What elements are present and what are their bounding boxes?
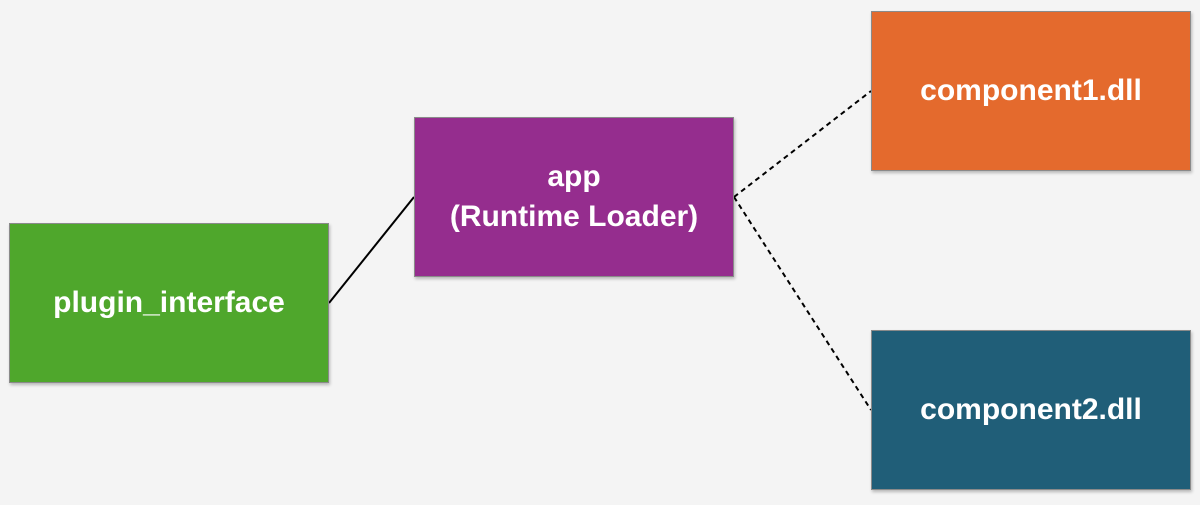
node-app-sublabel: (Runtime Loader) bbox=[449, 200, 699, 233]
edge-app-to-component1 bbox=[733, 90, 872, 198]
node-plugin-interface-label: plugin_interface bbox=[53, 286, 285, 319]
node-component1: component1.dll bbox=[871, 11, 1191, 171]
node-component1-label: component1.dll bbox=[920, 74, 1142, 107]
node-app-label: app bbox=[547, 160, 601, 193]
node-plugin-interface: plugin_interface bbox=[9, 223, 329, 383]
node-component2-label: component2.dll bbox=[920, 393, 1142, 426]
edge-plugin-to-app bbox=[328, 196, 415, 304]
node-component2: component2.dll bbox=[871, 330, 1191, 490]
edge-app-to-component2 bbox=[733, 196, 872, 411]
node-app: app (Runtime Loader) bbox=[414, 117, 734, 277]
